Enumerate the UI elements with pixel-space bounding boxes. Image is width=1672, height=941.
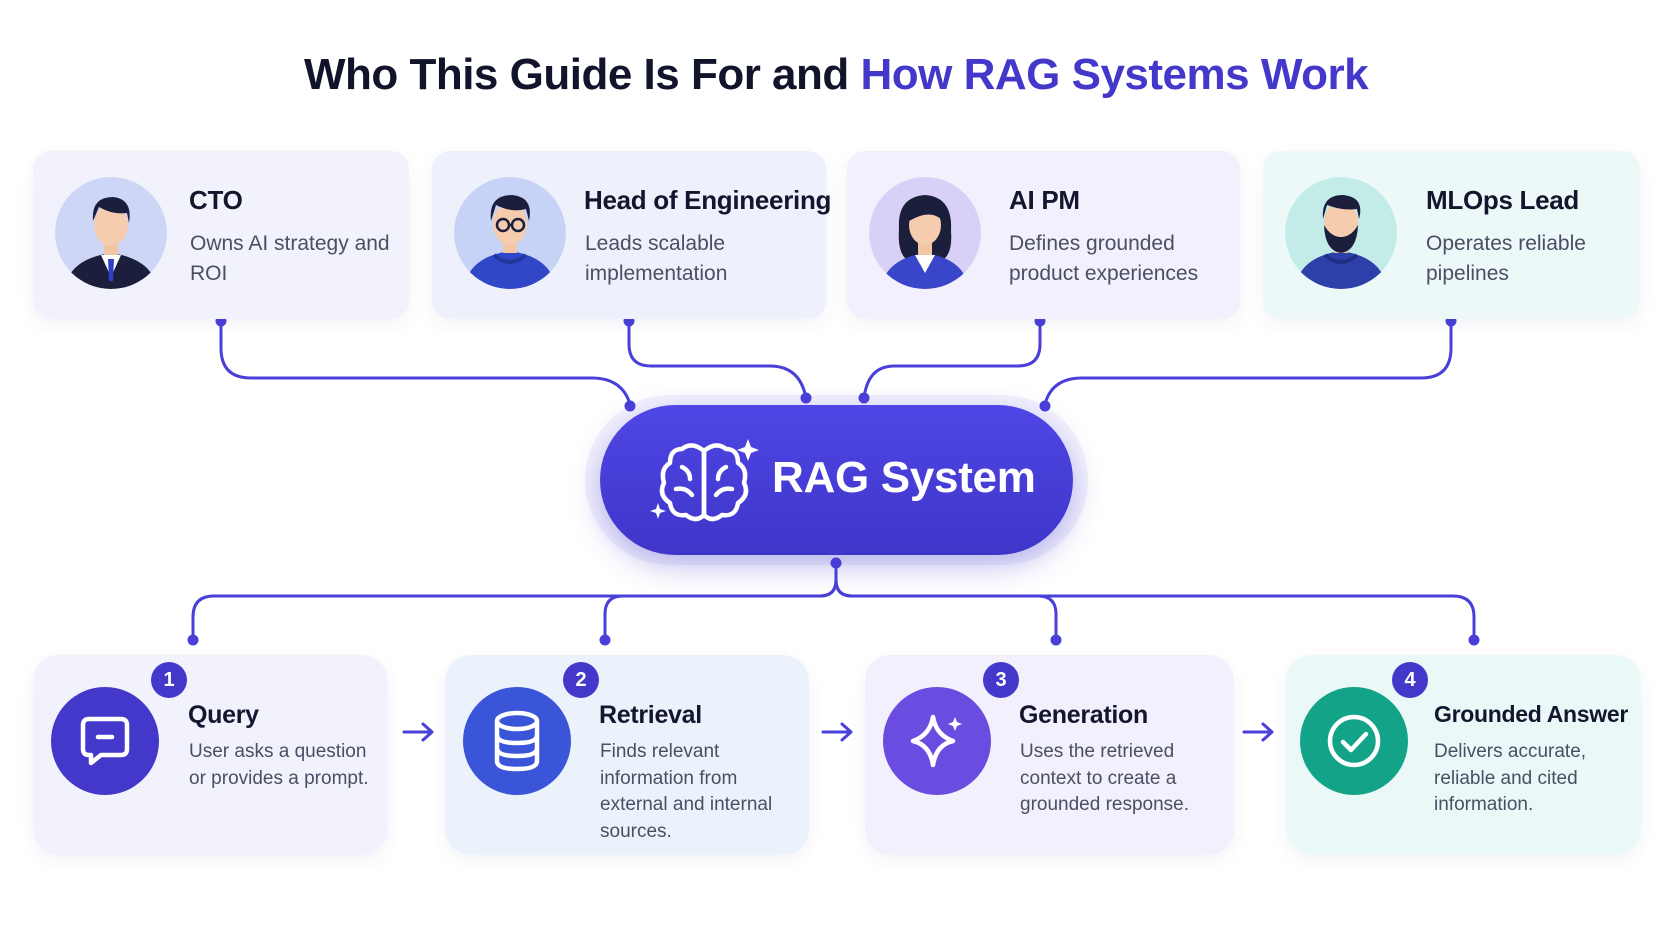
connector-dot (800, 392, 812, 404)
step-number-badge: 1 (151, 662, 187, 698)
mlops-avatar-icon (1285, 177, 1397, 289)
persona-role: MLOps Lead (1426, 185, 1580, 215)
step-description: User asks a question or provides a promp… (189, 741, 369, 789)
database-icon (463, 687, 571, 795)
step-title: Retrieval (599, 701, 702, 729)
sparkle-icon (883, 687, 991, 795)
cto-avatar-icon (55, 177, 167, 289)
title-highlight: How RAG Systems Work (860, 50, 1369, 99)
connector-dot (624, 400, 636, 412)
persona-card-cto: CTO Owns AI strategy and ROI (33, 151, 409, 319)
connector-ai-pm (862, 319, 1042, 400)
step-card-generation: 3 Generation Uses the retrieved context … (865, 655, 1234, 855)
connector-dot (1468, 634, 1480, 646)
step-title: Query (188, 701, 259, 729)
arrow-right-icon (821, 722, 855, 742)
connector-dot (599, 634, 611, 646)
step-card-grounded-answer: 4 Grounded Answer Delivers accurate, rel… (1286, 655, 1641, 855)
connector-dot (187, 634, 199, 646)
persona-card-head-of-engineering: Head of Engineering Leads scalable imple… (432, 151, 831, 319)
step-number-badge: 2 (563, 662, 599, 698)
connector-dot (1039, 400, 1051, 412)
title-prefix: Who This Guide Is For and (303, 50, 861, 99)
connector-mlops-lead (1043, 319, 1453, 406)
arrow-right-icon (1242, 722, 1276, 742)
arrow-right-icon (402, 722, 436, 742)
step-description: Delivers accurate, reliable and cited in… (1434, 741, 1587, 815)
step-number-badge: 4 (1392, 662, 1428, 698)
rag-system-label: RAG System (772, 453, 1036, 502)
page-title: Who This Guide Is For and How RAG System… (0, 50, 1672, 100)
step-description: Finds relevant information from external… (600, 741, 773, 842)
step-description: Uses the retrieved context to create a g… (1020, 741, 1190, 815)
step-card-query: 1 Query User asks a question or provides… (33, 655, 388, 855)
connector-to-answer (834, 578, 1476, 640)
connector-head-of-engineering (627, 319, 808, 400)
step-title: Generation (1019, 701, 1148, 729)
connector-to-generation (834, 578, 1058, 640)
engineer-avatar-icon (454, 177, 566, 289)
persona-role: Head of Engineering (584, 185, 832, 215)
connector-to-retrieval (603, 578, 838, 640)
connector-cto (219, 319, 632, 406)
check-circle-icon (1300, 687, 1408, 795)
chat-icon (51, 687, 159, 795)
connector-dot (858, 392, 870, 404)
rag-system-hub: RAG System (600, 405, 1073, 555)
persona-card-mlops-lead: MLOps Lead Operates reliable pipelines (1263, 151, 1640, 319)
step-title: Grounded Answer (1434, 701, 1628, 727)
product-manager-avatar-icon (869, 177, 981, 289)
persona-role: CTO (189, 185, 243, 215)
step-number-badge: 3 (983, 662, 1019, 698)
step-card-retrieval: 2 Retrieval Finds relevant information f… (445, 655, 809, 855)
connector-dot (830, 557, 842, 569)
persona-description: Defines grounded product experiences (1009, 232, 1199, 285)
brain-sparkle-icon (650, 439, 759, 522)
persona-description: Operates reliable pipelines (1426, 232, 1586, 285)
persona-description: Owns AI strategy and ROI (190, 232, 390, 285)
connector-trunk (191, 561, 838, 640)
persona-card-ai-pm: AI PM Defines grounded product experienc… (847, 151, 1240, 319)
connector-dot (1050, 634, 1062, 646)
persona-role: AI PM (1009, 185, 1080, 215)
persona-description: Leads scalable implementation (585, 232, 728, 285)
